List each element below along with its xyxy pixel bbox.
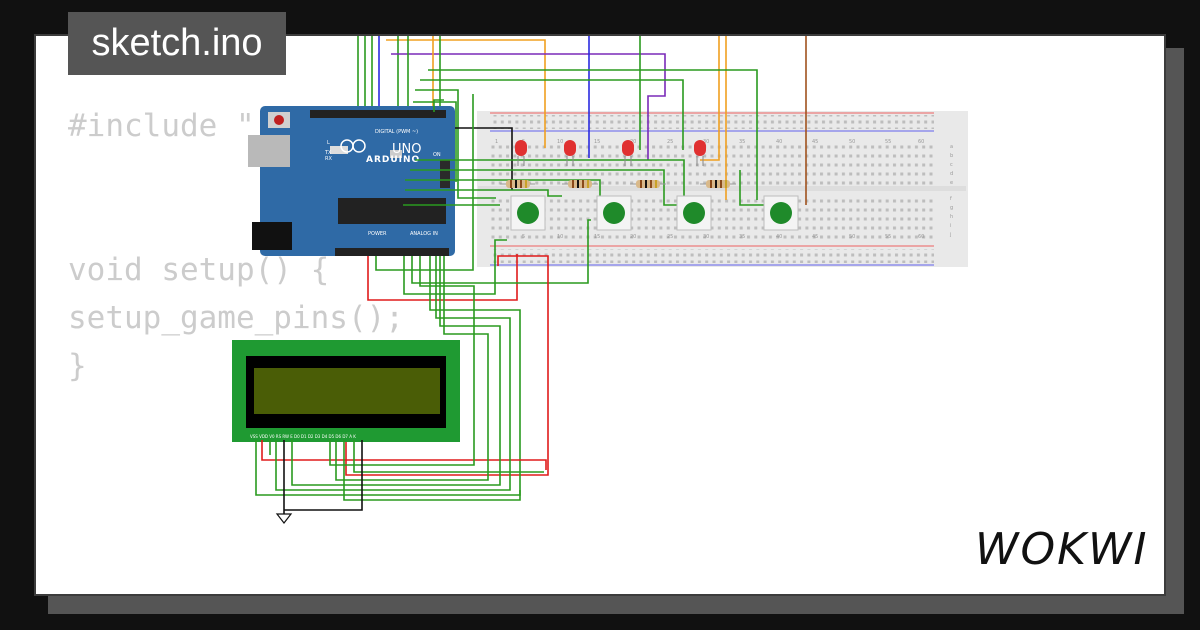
push-button-3[interactable] <box>676 195 712 231</box>
bb-col-label: 55 <box>885 234 891 240</box>
on-label: ON <box>433 152 441 158</box>
analog-label: ANALOG IN <box>410 231 438 237</box>
rx-label: RX <box>325 156 332 162</box>
ground-symbol-icon <box>275 513 293 524</box>
bb-col-label: 10 <box>557 234 563 240</box>
code-line: #include " <box>68 108 255 144</box>
push-button-1[interactable] <box>510 195 546 231</box>
bb-col-label: 30 <box>703 139 709 145</box>
led-1 <box>515 140 527 166</box>
bb-row-label: a <box>950 144 953 150</box>
bb-col-label: 50 <box>849 139 855 145</box>
atmega-chip <box>338 198 446 224</box>
center-channel <box>478 186 966 191</box>
board-model: UNO <box>392 142 421 157</box>
power-jack <box>252 222 292 250</box>
breadboard: 1 5 10 15 20 25 30 35 40 45 50 55 60 5 1… <box>477 111 968 267</box>
bb-col-label: 45 <box>812 234 818 240</box>
led-3 <box>622 140 634 166</box>
wire-bundle-top <box>357 36 807 205</box>
tx-label: TX <box>324 150 332 156</box>
bb-col-label: 5 <box>522 234 525 240</box>
bb-row-label: j <box>949 232 951 238</box>
wire-bundle-bottom <box>255 256 547 514</box>
bb-col-label: 40 <box>776 139 782 145</box>
bb-col-label: 55 <box>885 139 891 145</box>
terminal-strip-bottom <box>490 194 934 239</box>
bb-row-label: d <box>950 171 953 177</box>
resistor-3 <box>630 180 666 188</box>
led-4 <box>694 140 706 166</box>
bb-row-label: c <box>950 162 953 168</box>
lcd-display: VSS VDD V0 RS RW E D0 D1 D2 D3 D4 D5 D6 … <box>232 340 460 442</box>
bb-row-label: e <box>950 180 953 186</box>
bb-col-label: 15 <box>594 234 600 240</box>
bb-row-label: f <box>950 196 952 202</box>
bb-col-label: 45 <box>812 139 818 145</box>
lcd-pin-labels: VSS VDD V0 RS RW E D0 D1 D2 D3 D4 D5 D6 … <box>250 434 356 439</box>
code-line: } <box>68 348 87 384</box>
digital-header <box>310 110 446 118</box>
power-rail-top <box>490 115 934 129</box>
bb-col-label: 60 <box>918 234 924 240</box>
wire-bundle-middle <box>345 94 766 476</box>
push-button-2[interactable] <box>596 195 632 231</box>
bb-col-label: 20 <box>630 139 636 145</box>
bb-col-label: 20 <box>630 234 636 240</box>
bb-col-label: 10 <box>557 139 563 145</box>
resistor-2 <box>562 180 598 188</box>
bb-col-label: 1 <box>495 139 498 145</box>
component-group <box>500 140 799 231</box>
digital-label: DIGITAL (PWM ~) <box>375 129 418 135</box>
resistor-4 <box>700 180 736 188</box>
bb-col-label: 15 <box>594 139 600 145</box>
code-line: setup_game_pins(); <box>68 300 404 336</box>
bb-row-label: i <box>950 223 951 229</box>
bb-col-label: 25 <box>667 234 673 240</box>
bb-row-label: g <box>950 205 953 211</box>
arduino-uno-board: ARDUINO UNO ON L TX RX DIGITAL (PWM ~) P… <box>248 106 455 256</box>
push-button-4[interactable] <box>763 195 799 231</box>
resistor-1 <box>500 180 535 188</box>
power-label: POWER <box>368 231 387 237</box>
lcd-screen <box>254 368 440 414</box>
board-brand: ARDUINO <box>366 155 420 165</box>
bb-col-label: 35 <box>739 234 745 240</box>
usb-port <box>248 135 290 167</box>
led-2 <box>564 140 576 166</box>
code-line: void setup() { <box>68 252 330 288</box>
code-preview: #include " void setup() { setup_game_pin… <box>68 102 404 390</box>
filename-tag: sketch.ino <box>68 12 286 75</box>
bb-col-label: 60 <box>918 139 924 145</box>
bb-col-label: 40 <box>776 234 782 240</box>
bb-col-label: 25 <box>667 139 673 145</box>
bb-row-label: b <box>950 153 953 159</box>
bb-col-label: 30 <box>703 234 709 240</box>
bb-col-label: 50 <box>849 234 855 240</box>
bb-row-label: h <box>950 214 953 220</box>
power-rail-bottom <box>490 249 934 263</box>
l-label: L <box>327 140 330 146</box>
power-analog-header <box>335 248 449 256</box>
bb-col-label: 35 <box>739 139 745 145</box>
wokwi-logo: WOKWI <box>975 524 1149 575</box>
